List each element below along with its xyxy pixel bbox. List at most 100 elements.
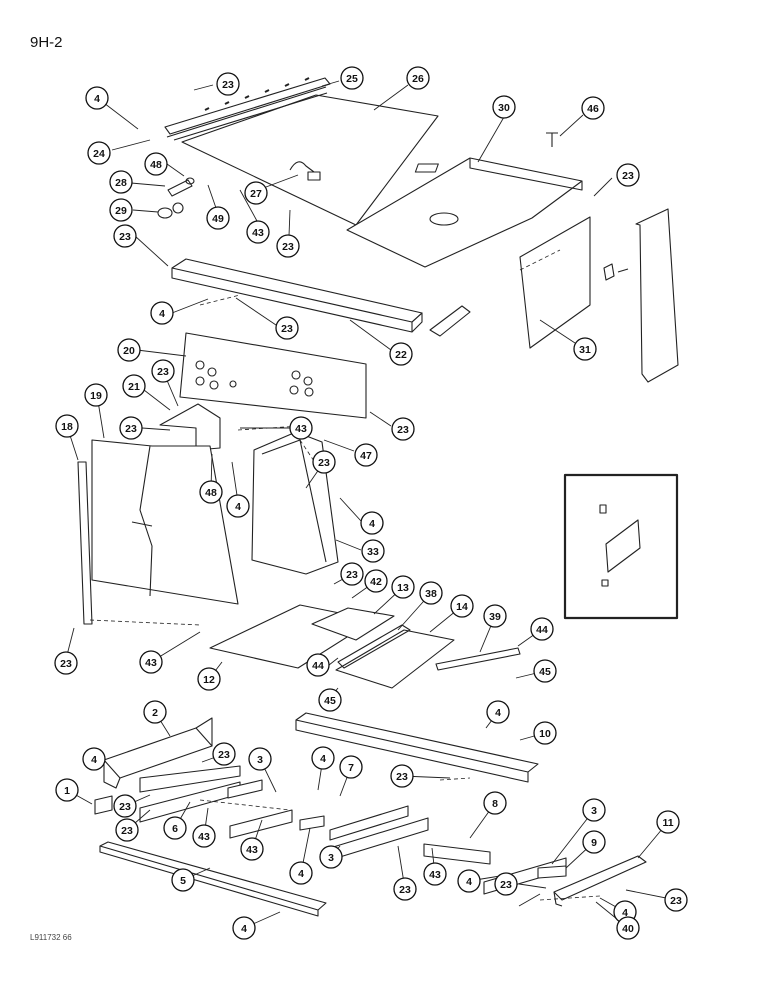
part-callout-31: 31 [573, 337, 597, 361]
part-callout-4: 4 [82, 747, 106, 771]
callout-number: 4 [159, 308, 165, 320]
part-callout-43: 43 [240, 837, 264, 861]
callout-circle [276, 234, 300, 258]
callout-circle [139, 650, 163, 674]
part-callout-4: 4 [486, 700, 510, 724]
callout-circle [240, 837, 264, 861]
callout-number: 23 [121, 825, 133, 837]
part-callout-12: 12 [197, 667, 221, 691]
part-callout-23: 23 [340, 562, 364, 586]
detail-inset-box [563, 473, 679, 620]
callout-number: 11 [662, 817, 673, 829]
part-callout-39: 39 [483, 604, 507, 628]
callout-number: 3 [591, 805, 597, 817]
callout-number: 4 [235, 501, 241, 513]
part-callout-23: 23 [616, 163, 640, 187]
part-callout-21: 21 [122, 374, 146, 398]
callout-number: 28 [115, 177, 127, 189]
callout-number: 8 [492, 798, 498, 810]
callout-circle [119, 416, 143, 440]
callout-circle [150, 301, 174, 325]
callout-number: 23 [397, 424, 409, 436]
part-callout-2: 2 [143, 700, 167, 724]
part-callout-4: 4 [360, 511, 384, 535]
callout-circle [248, 747, 272, 771]
callout-number: 23 [218, 749, 230, 761]
part-callout-22: 22 [389, 342, 413, 366]
callout-number: 45 [324, 695, 336, 707]
part-callout-23: 23 [393, 877, 417, 901]
part-callout-23: 23 [312, 450, 336, 474]
callout-circle [494, 872, 518, 896]
callout-number: 7 [348, 762, 354, 774]
callout-number: 22 [395, 349, 407, 361]
part-callout-29: 29 [109, 198, 133, 222]
part-callout-46: 46 [581, 96, 605, 120]
callout-number: 23 [60, 658, 72, 670]
callout-circle [339, 755, 363, 779]
callout-number: 23 [125, 423, 137, 435]
callout-circle [582, 830, 606, 854]
callout-circle [457, 869, 481, 893]
callout-circle [113, 794, 137, 818]
callout-circle [151, 359, 175, 383]
callout-circle [289, 416, 313, 440]
callout-number: 43 [252, 227, 264, 239]
part-callout-30: 30 [492, 95, 516, 119]
callout-circle [109, 198, 133, 222]
callout-number: 4 [94, 93, 100, 105]
callout-circle [530, 617, 554, 641]
callout-circle [318, 688, 342, 712]
callout-circle [406, 66, 430, 90]
callout-number: 23 [157, 366, 169, 378]
part-callout-4: 4 [85, 86, 109, 110]
part-callout-42: 42 [364, 569, 388, 593]
callout-circle [391, 417, 415, 441]
callout-number: 23 [622, 170, 634, 182]
callout-number: 43 [246, 844, 258, 856]
panel-20 [179, 332, 367, 419]
part-callout-4: 4 [289, 861, 313, 885]
callout-number: 5 [180, 875, 186, 887]
part-callout-43: 43 [289, 416, 313, 440]
callout-circle [319, 845, 343, 869]
part-callout-23: 23 [54, 651, 78, 675]
callout-circle [55, 414, 79, 438]
part-callout-13: 13 [391, 575, 415, 599]
callout-circle [226, 494, 250, 518]
callout-circle [340, 66, 364, 90]
callout-number: 23 [670, 895, 682, 907]
callout-circle [192, 824, 216, 848]
callout-circle [84, 383, 108, 407]
callout-circle [54, 651, 78, 675]
callout-circle [354, 443, 378, 467]
callout-circle [582, 798, 606, 822]
part-callout-4: 4 [311, 746, 335, 770]
callout-circle [573, 337, 597, 361]
part-callout-6: 6 [163, 816, 187, 840]
callout-number: 14 [456, 601, 468, 613]
callout-circle [117, 338, 141, 362]
part-callout-20: 20 [117, 338, 141, 362]
callout-number: 33 [367, 546, 379, 558]
part-callout-27: 27 [244, 181, 268, 205]
part-callout-3: 3 [248, 747, 272, 771]
part-callout-23: 23 [119, 416, 143, 440]
callout-circle [419, 581, 443, 605]
callout-number: 38 [425, 588, 437, 600]
rod-18 [77, 461, 93, 625]
callout-circle [393, 877, 417, 901]
callout-number: 26 [412, 73, 424, 85]
part-callout-23: 23 [390, 764, 414, 788]
callout-circle [533, 659, 557, 683]
callout-number: 23 [318, 457, 330, 469]
callout-circle [206, 206, 230, 230]
part-callout-23: 23 [212, 742, 236, 766]
callout-circle [109, 170, 133, 194]
callout-circle [616, 163, 640, 187]
part-callout-43: 43 [192, 824, 216, 848]
part-callout-3: 3 [582, 798, 606, 822]
callout-circle [55, 778, 79, 802]
callout-number: 46 [587, 103, 599, 115]
